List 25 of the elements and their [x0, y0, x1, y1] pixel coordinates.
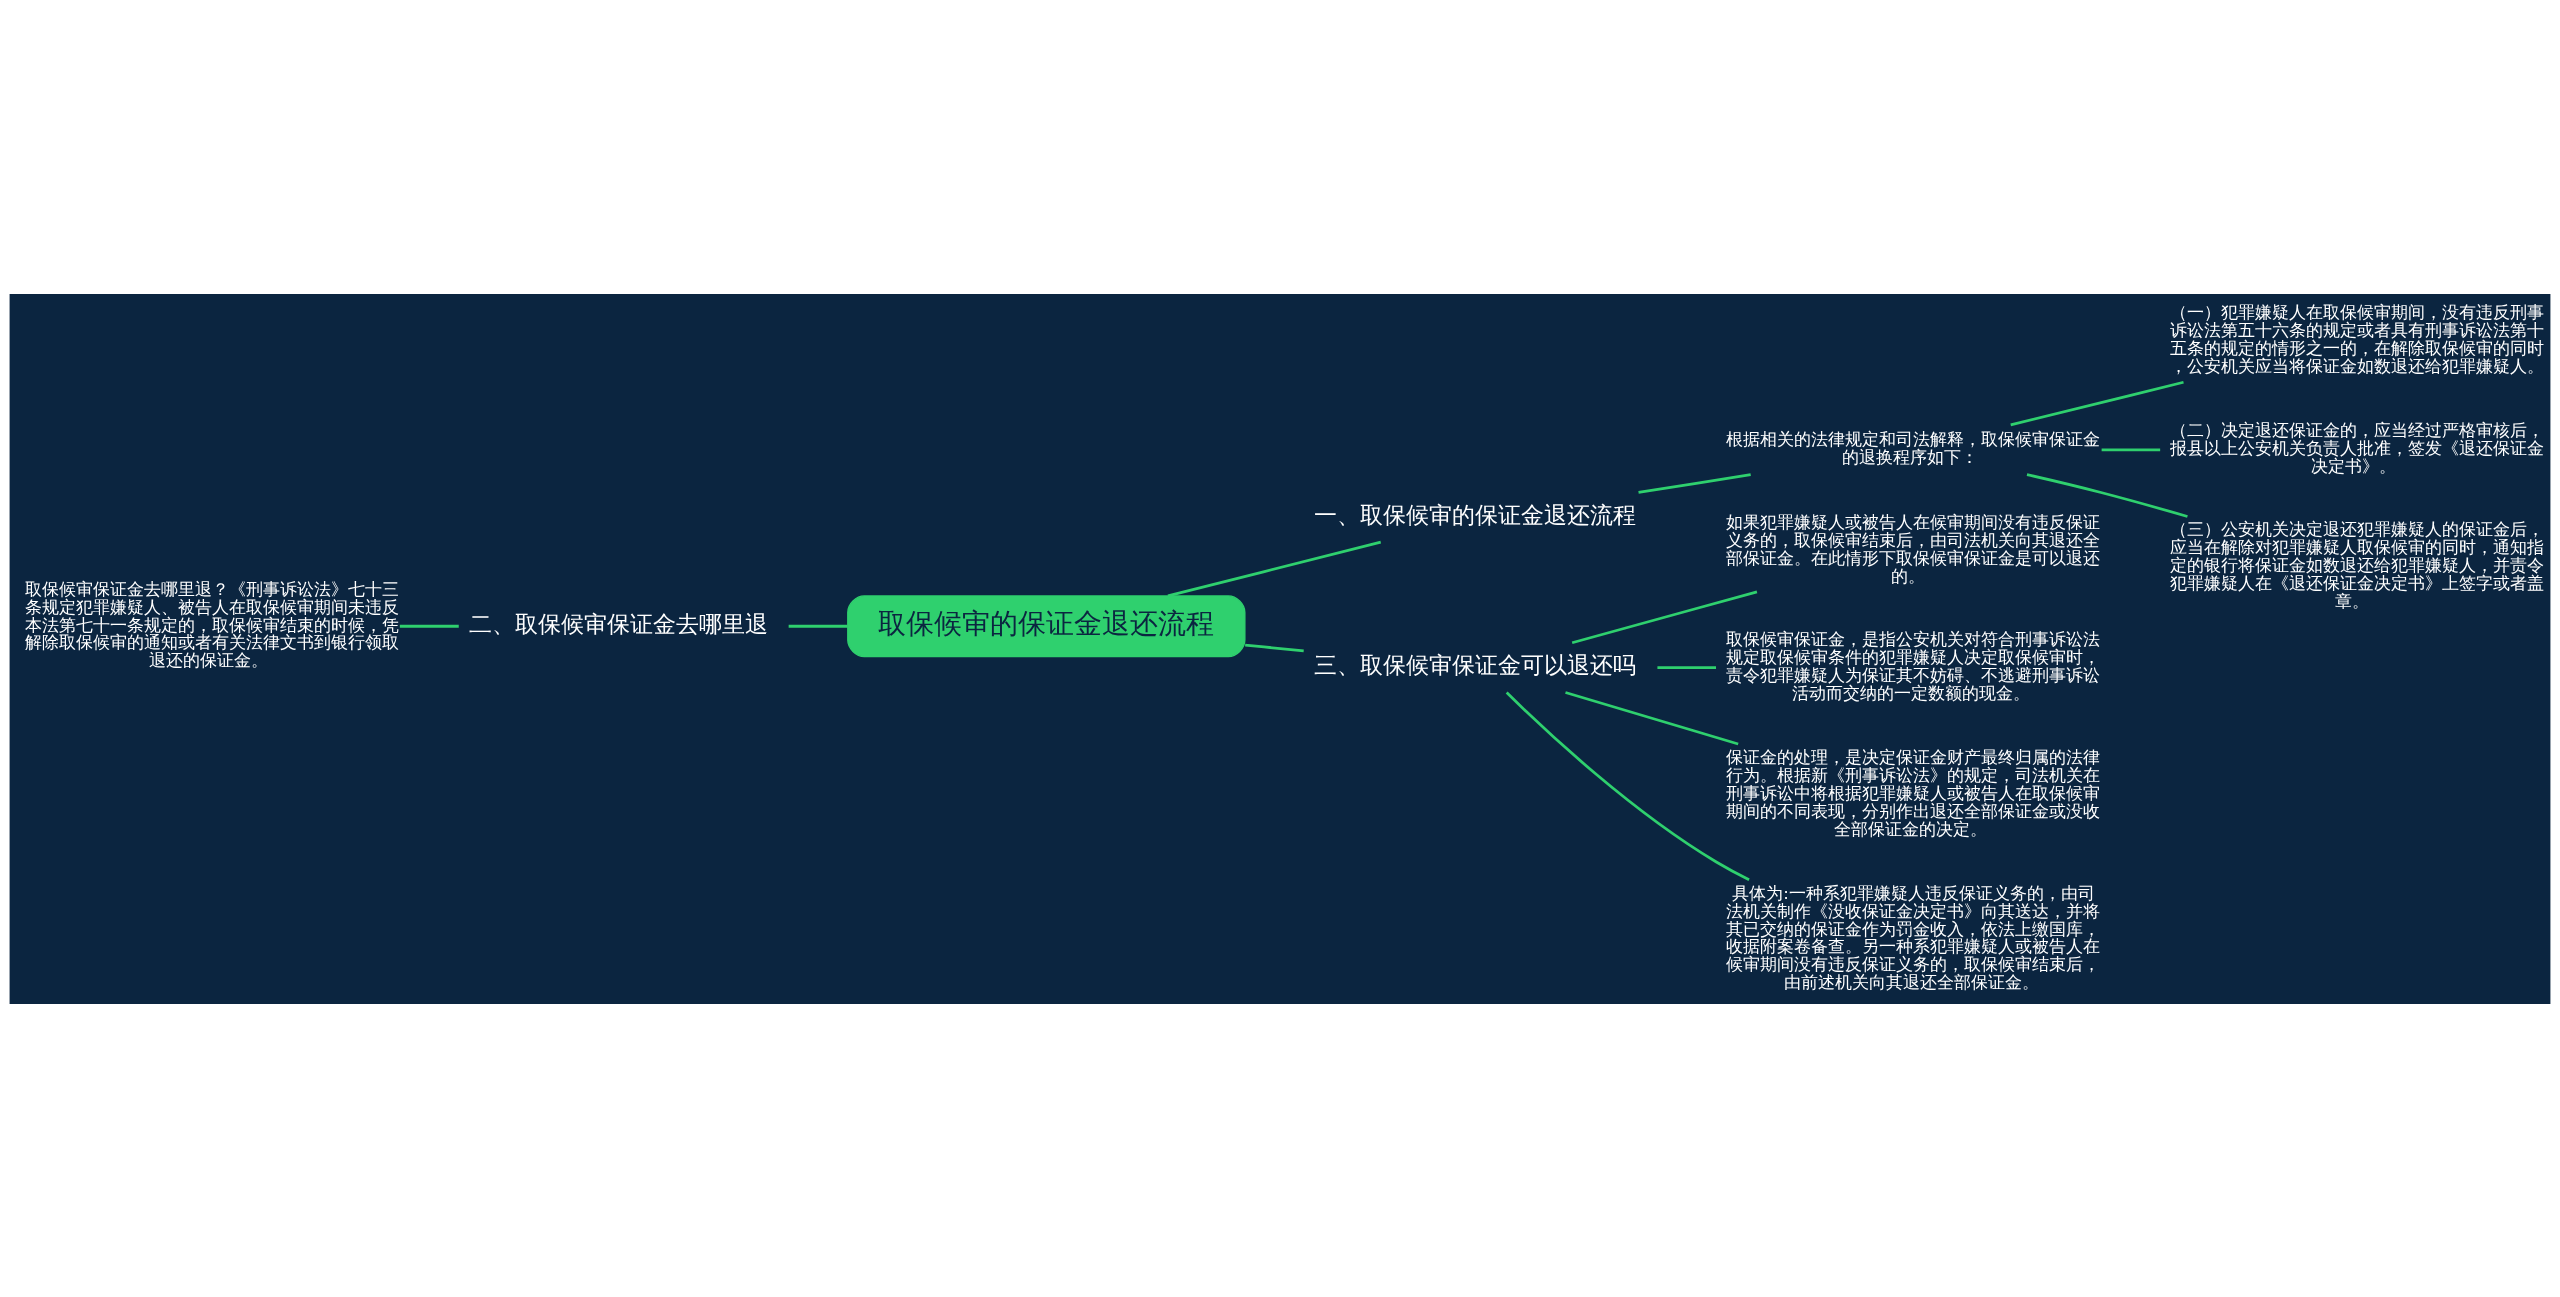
node-text: （二）决定退还保证金的，应当经过严格审核后，报县以上公安机关负责人批准，签发《退还保证金决定书》。: [2169, 420, 2544, 476]
connector: [1638, 472, 1751, 494]
node-box: 取保候审的保证金退还流程: [847, 594, 1246, 657]
node-text: 具体为:一种系犯罪嫌疑人违反保证义务的，由司法机关制作《没收保证金决定书》向其送达，并将其已交纳的保证金作为罚金收入，依法上缴国库，收据附案卷备查。另一种系犯罪嫌疑人或被告人在候审期间没有违反保证义务的，取保候审结束后，由前述机关向其退还全部保证金。: [1725, 883, 2100, 992]
node-text: 根据相关的法律规定和司法解释，取保候审保证金的退换程序如下：: [1725, 429, 2100, 467]
connector: [788, 624, 848, 628]
node-text: 取保候审保证金去哪里退？《刑事诉讼法》七十三条规定犯罪嫌疑人、被告人在取保候审期间未违反本法第七十一条规定的，取保候审结束的时候，凭解除取保候审的通知或者有关法律文书到银行领取退还的保证金。: [24, 579, 399, 670]
connector: [1505, 691, 1750, 881]
node-text: 保证金的处理，是决定保证金财产最终归属的法律行为。根据新《刑事诉讼法》的规定，司法机关在刑事诉讼中将根据犯罪嫌疑人或被告人在取保候审期间的不同表现，分别作出退还全部保证金或没收全部保证金的决定。: [1725, 747, 2100, 839]
node-text: 三、取保候审保证金可以退还吗: [1313, 650, 1636, 679]
connector: [1245, 643, 1304, 652]
connector: [2026, 472, 2188, 518]
connector: [1571, 590, 1758, 644]
connector: [1657, 665, 1716, 669]
node-text: （一）犯罪嫌疑人在取保候审期间，没有违反刑事诉讼法第五十六条的规定或者具有刑事诉讼法第十五条的规定的情形之一的，在解除取保候审的同时，公安机关应当将保证金如数退还给犯罪嫌疑人。: [2169, 302, 2544, 376]
connector: [1565, 690, 1739, 745]
connector: [2010, 380, 2184, 426]
connector: [2101, 447, 2161, 451]
node-text: 如果犯罪嫌疑人或被告人在候审期间没有违反保证义务的，取保候审结束后，由司法机关向其退还全部保证金。在此情形下取保候审保证金是可以退还的。: [1725, 512, 2100, 586]
node-text: 二、取保候审保证金去哪里退: [468, 609, 768, 638]
node-text: （三）公安机关决定退还犯罪嫌疑人的保证金后，应当在解除对犯罪嫌疑人取保候审的同时，通知指定的银行将保证金如数退还给犯罪嫌疑人，并责令犯罪嫌疑人在《退还保证金决定书》上签字或者盖章。: [2169, 519, 2544, 611]
connector: [1167, 540, 1382, 597]
node-text: 取保候审保证金，是指公安机关对符合刑事诉讼法规定取保候审条件的犯罪嫌疑人决定取保候审时，责令犯罪嫌疑人为保证其不妨碍、不逃避刑事诉讼活动而交纳的一定数额的现金。: [1725, 629, 2100, 703]
connector: [399, 624, 459, 628]
node-text: 一、取保候审的保证金退还流程: [1313, 500, 1636, 529]
